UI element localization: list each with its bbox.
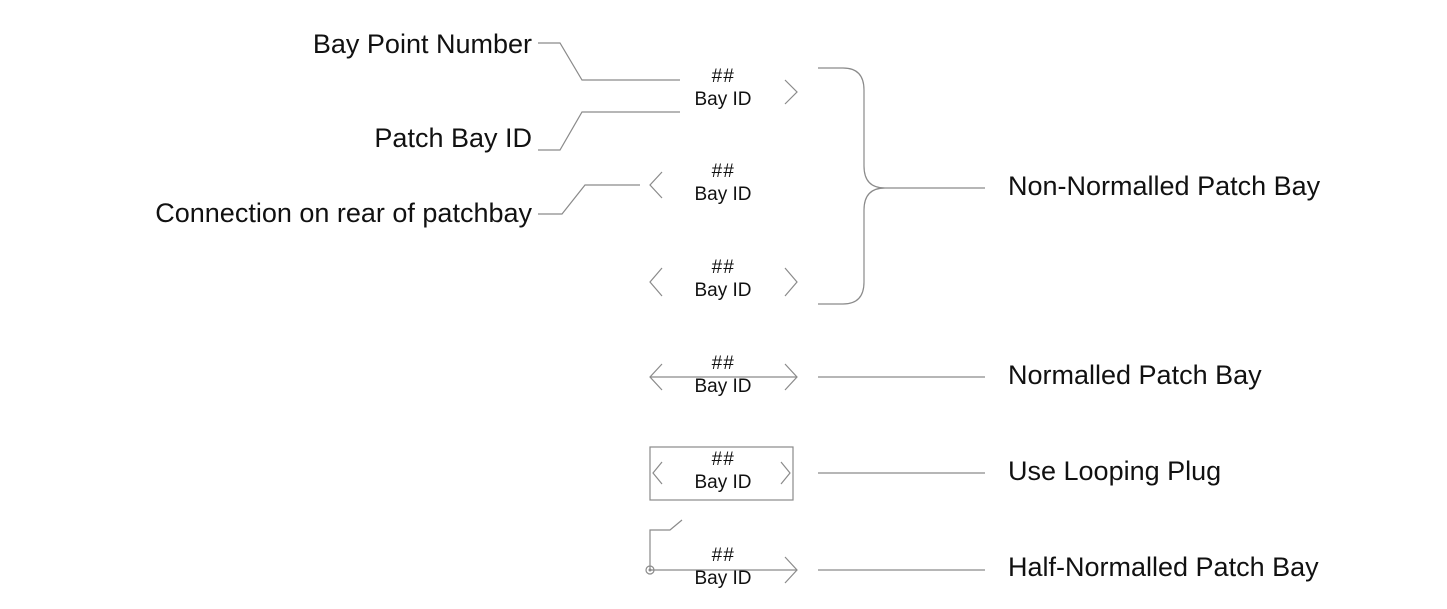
label-normalled-patch-bay: Normalled Patch Bay <box>1008 360 1262 390</box>
bay-symbol-5: ## Bay ID <box>653 450 793 492</box>
bay-symbol-4: ## Bay ID <box>653 354 793 396</box>
bay-symbol-2: ## Bay ID <box>653 162 793 204</box>
bay-point-number: ## <box>711 449 735 470</box>
half-normal-path <box>649 519 797 571</box>
leader-bay-point-number <box>538 42 680 81</box>
bay-point-number: ## <box>711 66 735 87</box>
bay-point-number: ## <box>711 545 735 566</box>
bay-id: Bay ID <box>694 280 752 301</box>
bay-symbol-6: ## Bay ID <box>653 546 793 588</box>
right-arrow-6 <box>784 556 798 584</box>
bay-id: Bay ID <box>694 89 752 110</box>
right-chevron-3 <box>784 267 798 297</box>
left-chevron-5 <box>652 461 663 485</box>
label-non-normalled-patch-bay: Non-Normalled Patch Bay <box>1008 171 1321 201</box>
right-chevron-5 <box>780 461 791 485</box>
leader-patch-bay-id <box>538 111 680 151</box>
right-chevron-1 <box>784 79 798 105</box>
left-chevron-3 <box>649 267 663 297</box>
brace-non-normalled <box>818 67 886 305</box>
leader-connection-rear <box>538 184 640 215</box>
bay-id: Bay ID <box>694 376 752 397</box>
bay-point-number: ## <box>711 161 735 182</box>
bay-id: Bay ID <box>694 568 752 589</box>
label-patch-bay-id: Patch Bay ID <box>374 123 532 153</box>
looping-plug-box <box>649 446 794 501</box>
bay-id: Bay ID <box>694 472 752 493</box>
label-connection-rear: Connection on rear of patchbay <box>155 198 532 228</box>
label-use-looping-plug: Use Looping Plug <box>1008 456 1222 486</box>
label-bay-point-number: Bay Point Number <box>312 29 532 59</box>
bay-id: Bay ID <box>694 184 752 205</box>
bay-point-number: ## <box>711 257 735 278</box>
left-chevron-2 <box>649 171 663 199</box>
bay-symbol-3: ## Bay ID <box>653 258 793 300</box>
bay-symbol-1: ## Bay ID <box>653 67 793 109</box>
label-half-normalled-patch-bay: Half-Normalled Patch Bay <box>1008 552 1319 582</box>
ground-dot <box>645 565 655 575</box>
bay-point-number: ## <box>711 353 735 374</box>
